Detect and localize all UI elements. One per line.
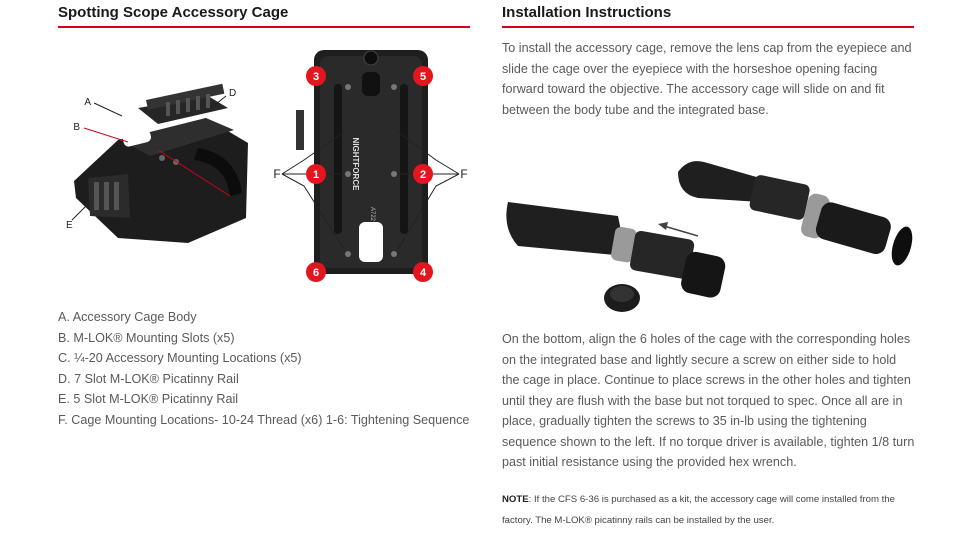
cage-body-drawing	[74, 83, 248, 243]
label-b-leader	[83, 127, 129, 143]
marker-5-label: 5	[420, 71, 426, 83]
label-e-leader	[71, 201, 91, 221]
label-a-leader	[93, 102, 123, 117]
label-c-leader	[157, 149, 231, 197]
label-e: E	[66, 220, 73, 231]
marker-1-label: 1	[313, 169, 319, 181]
marker-2-label: 2	[420, 169, 426, 181]
note-text: : If the CFS 6-36 is purchased as a kit,…	[502, 494, 895, 526]
label-a: A	[84, 97, 91, 108]
marker-3: 3	[306, 66, 326, 86]
marker-2: 2	[413, 164, 433, 184]
marker-1: 1	[306, 164, 326, 184]
cage-iso-figure: A B C D E	[66, 83, 248, 243]
marker-4-label: 4	[420, 267, 427, 279]
brand-text: NIGHTFORCE	[351, 138, 360, 192]
marker-6-label: 6	[313, 267, 319, 279]
label-f-right: F	[460, 167, 467, 181]
label-d: D	[229, 88, 236, 99]
marker-6: 6	[306, 262, 326, 282]
slide-direction-arrow	[658, 222, 699, 237]
cage-bottom-drawing	[296, 50, 428, 274]
note-label: NOTE	[502, 494, 529, 505]
label-c: C	[233, 196, 240, 207]
cage-bottom-figure: NIGHTFORCE A722 F F 1 2 3 4 5 6	[273, 50, 468, 282]
legend-item-a: A. Accessory Cage Body	[58, 310, 197, 324]
install-bottom-text: On the bottom, align the 6 holes of the …	[502, 332, 915, 469]
parts-legend: A. Accessory Cage Body B. M-LOK® Mountin…	[58, 307, 469, 430]
label-f-left: F	[273, 167, 280, 181]
legend-item-e: E. 5 Slot M-LOK® Picatinny Rail	[58, 392, 239, 406]
legend-item-d: D. 7 Slot M-LOK® Picatinny Rail	[58, 371, 239, 386]
install-note: NOTE: If the CFS 6-36 is purchased as a …	[502, 490, 917, 531]
scope-bottom-drawing	[506, 202, 726, 312]
model-text: A722	[369, 207, 375, 222]
scope-top-drawing	[678, 161, 913, 266]
legend-item-f: F. Cage Mounting Locations- 10-24 Thread…	[58, 412, 470, 427]
marker-4: 4	[413, 262, 433, 282]
marker-5: 5	[413, 66, 433, 86]
f-leaders	[281, 131, 460, 250]
installation-section-title: Installation Instructions	[502, 4, 914, 28]
install-intro-text: To install the accessory cage, remove th…	[502, 41, 912, 117]
marker-3-label: 3	[313, 71, 319, 83]
cage-section-title: Spotting Scope Accessory Cage	[58, 4, 470, 28]
legend-item-c: C. ¼-20 Accessory Mounting Locations (x5…	[58, 351, 302, 365]
label-d-leader	[205, 95, 227, 113]
label-b: B	[73, 122, 80, 133]
scope-install-figure	[506, 161, 913, 312]
legend-item-b: B. M-LOK® Mounting Slots (x5)	[58, 330, 235, 345]
